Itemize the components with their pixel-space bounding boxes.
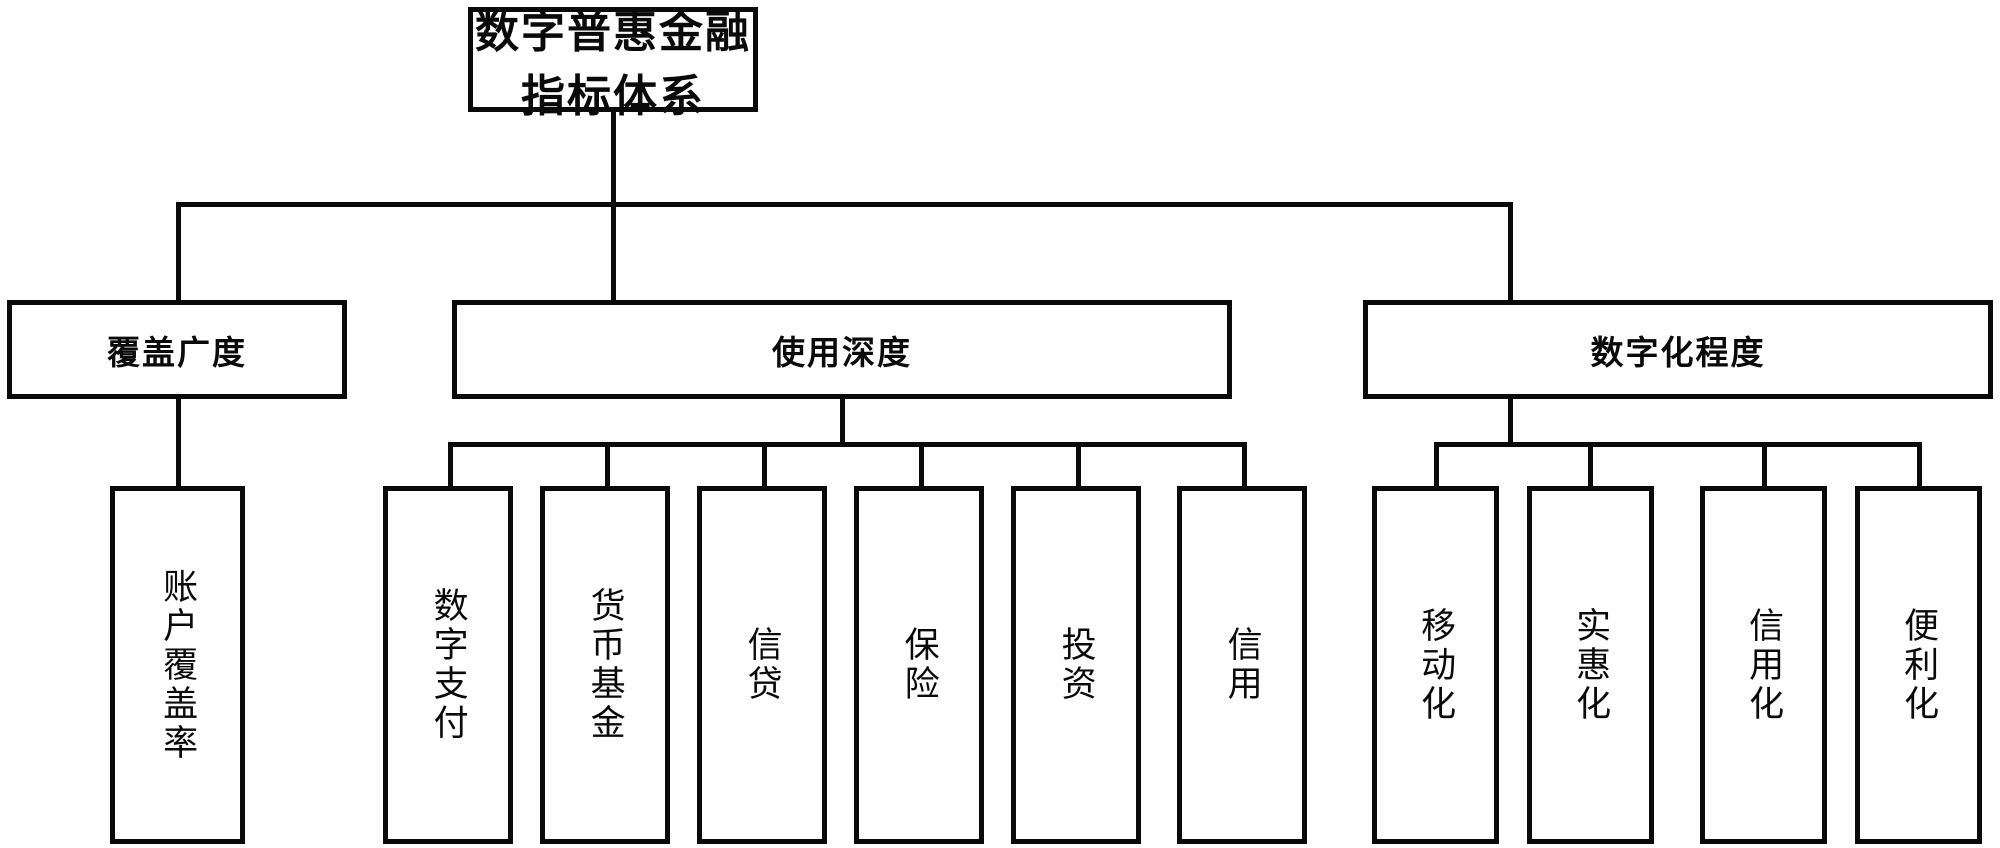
category-label-coverage: 覆盖广度	[107, 333, 247, 371]
leaf-label-account-coverage-rate: 账户覆盖率	[158, 567, 198, 763]
category-label-digitalization: 数字化程度	[1590, 333, 1766, 371]
leaf-label-affordability: 实惠化	[1571, 606, 1611, 724]
leaf-label-convenience: 便利化	[1899, 606, 1939, 724]
category-node-coverage: 覆盖广度	[7, 300, 347, 399]
connector-digitalization-stem	[1508, 399, 1513, 445]
leaf-label-digital-payment: 数字支付	[428, 587, 468, 743]
connector-drop-investment	[1076, 442, 1081, 486]
connector-drop-convenience	[1917, 442, 1922, 486]
leaf-label-mobilization: 移动化	[1416, 606, 1456, 724]
category-node-digitalization: 数字化程度	[1363, 300, 1993, 399]
leaf-node-credit-loan: 信贷	[697, 486, 827, 844]
leaf-node-account-coverage-rate: 账户覆盖率	[110, 486, 245, 844]
connector-drop-digitalization	[1508, 202, 1513, 302]
connector-root-stem	[611, 112, 616, 205]
leaf-node-affordability: 实惠化	[1527, 486, 1654, 844]
root-node: 数字普惠金融指标体系	[468, 7, 758, 121]
leaf-label-credit-loan: 信贷	[742, 626, 782, 704]
leaf-label-credit-score: 信用	[1222, 626, 1262, 704]
leaf-label-money-fund: 货币基金	[585, 587, 625, 743]
connector-drop-usage-depth	[611, 202, 616, 302]
connector-drop-credit-loan	[762, 442, 767, 486]
connector-usage-depth-bus	[448, 442, 1246, 447]
connector-drop-money-fund	[605, 442, 610, 486]
connector-drop-credit-score	[1242, 442, 1247, 486]
leaf-node-mobilization: 移动化	[1372, 486, 1499, 844]
connector-coverage-to-leaf	[176, 399, 181, 486]
connector-drop-insurance	[919, 442, 924, 486]
connector-drop-digital-payment	[448, 442, 453, 486]
leaf-node-creditization: 信用化	[1700, 486, 1827, 844]
connector-drop-mobilization	[1434, 442, 1439, 486]
leaf-node-investment: 投资	[1011, 486, 1141, 844]
leaf-node-money-fund: 货币基金	[540, 486, 670, 844]
connector-drop-coverage	[176, 202, 181, 302]
connector-drop-affordability	[1588, 442, 1593, 486]
leaf-label-creditization: 信用化	[1744, 606, 1784, 724]
leaf-node-convenience: 便利化	[1855, 486, 1982, 844]
category-node-usage-depth: 使用深度	[452, 300, 1232, 399]
leaf-node-digital-payment: 数字支付	[383, 486, 513, 844]
root-node-label: 数字普惠金融指标体系	[475, 7, 751, 121]
leaf-label-insurance: 保险	[899, 626, 939, 704]
leaf-node-insurance: 保险	[854, 486, 984, 844]
connector-digitalization-bus	[1434, 442, 1922, 447]
category-label-usage-depth: 使用深度	[772, 333, 912, 371]
connector-level1-bus	[176, 202, 1513, 207]
connector-usage-depth-stem	[840, 399, 845, 445]
connector-drop-creditization	[1762, 442, 1767, 486]
leaf-label-investment: 投资	[1056, 626, 1096, 704]
leaf-node-credit-score: 信用	[1177, 486, 1307, 844]
